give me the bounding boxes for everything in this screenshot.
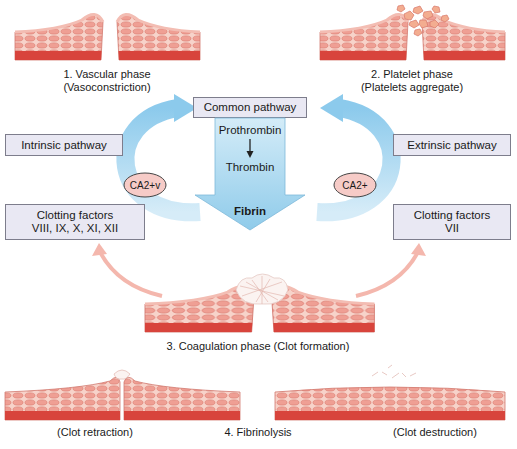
platelet <box>423 11 433 19</box>
ellipse-shape <box>124 173 166 197</box>
tissue-base <box>5 411 120 420</box>
vascular-illustration <box>15 14 200 60</box>
common-pathway-arrow: ProthrombinThrombinFibrin <box>193 118 307 230</box>
phase-label: 1. Vascular phase (Vasoconstriction) <box>51 68 163 94</box>
calcium-ellipse: CA2+ <box>333 172 377 198</box>
platelet-illustration <box>320 14 505 60</box>
intrinsic-loop-arrow <box>125 108 200 212</box>
healed-tissue <box>275 387 505 420</box>
clotting-factors-box: Clotting factors VIII, IX, X, XI, XII <box>5 204 145 240</box>
feedback-arrow <box>100 252 162 296</box>
platelet-cluster <box>397 5 449 36</box>
arrow-head <box>247 151 254 158</box>
platelet <box>413 6 423 14</box>
node-text: CA2+ <box>342 180 367 191</box>
destruction-illustration <box>275 365 505 420</box>
node-text: Thrombin <box>193 160 307 174</box>
phase-label: 2. Platelet phase (Platelets aggregate) <box>351 68 473 94</box>
platelet <box>397 5 405 12</box>
calcium-ellipse: CA2+v <box>123 172 167 198</box>
tissue-right <box>124 377 240 420</box>
platelet <box>441 15 449 22</box>
platelet <box>432 6 440 13</box>
clot-mesh <box>236 274 288 304</box>
pathway-box: Common pathway <box>193 97 307 118</box>
platelet <box>430 20 439 28</box>
retracted-clot <box>114 370 130 379</box>
platelet <box>409 20 419 28</box>
conversion-arrow <box>249 139 250 152</box>
node-text: Common pathway <box>204 101 297 114</box>
extrinsic-loop-arrow <box>317 108 392 212</box>
node-text: Prothrombin <box>193 123 307 137</box>
feedback-arrow <box>356 252 418 296</box>
stage-label: (Clot retraction) <box>25 426 165 439</box>
platelet <box>404 11 414 20</box>
arrow-head <box>320 94 343 122</box>
stage-label: (Clot destruction) <box>365 426 505 439</box>
platelet <box>419 20 428 28</box>
fibrin-strands <box>240 276 284 304</box>
node-text: Clotting factors VIII, IX, X, XI, XII <box>31 209 119 235</box>
pathway-box: Extrinsic pathway <box>393 134 511 156</box>
tissue-base <box>275 411 505 420</box>
clotting-factors-box: Clotting factors VII <box>393 204 511 240</box>
node-text: Clotting factors VII <box>408 209 496 235</box>
arrow-head <box>92 243 107 256</box>
pathway-box: Intrinsic pathway <box>5 134 123 156</box>
node-text: Fibrin <box>193 204 307 218</box>
node-text: CA2+v <box>130 180 160 191</box>
phase-label: 3. Coagulation phase (Clot formation) <box>128 340 388 353</box>
node-text: Intrinsic pathway <box>21 139 107 152</box>
fibrin-clot <box>236 274 288 304</box>
platelet <box>414 29 422 36</box>
tissue-base <box>124 411 240 420</box>
node-text: Extrinsic pathway <box>407 139 496 152</box>
retraction-illustration <box>5 370 240 420</box>
tissue-left <box>5 377 120 420</box>
arrow-head <box>411 243 426 256</box>
fibrin-fragments <box>372 365 416 378</box>
ellipse-shape <box>334 173 376 197</box>
phase-label: 4. Fibrinolysis <box>188 426 328 439</box>
